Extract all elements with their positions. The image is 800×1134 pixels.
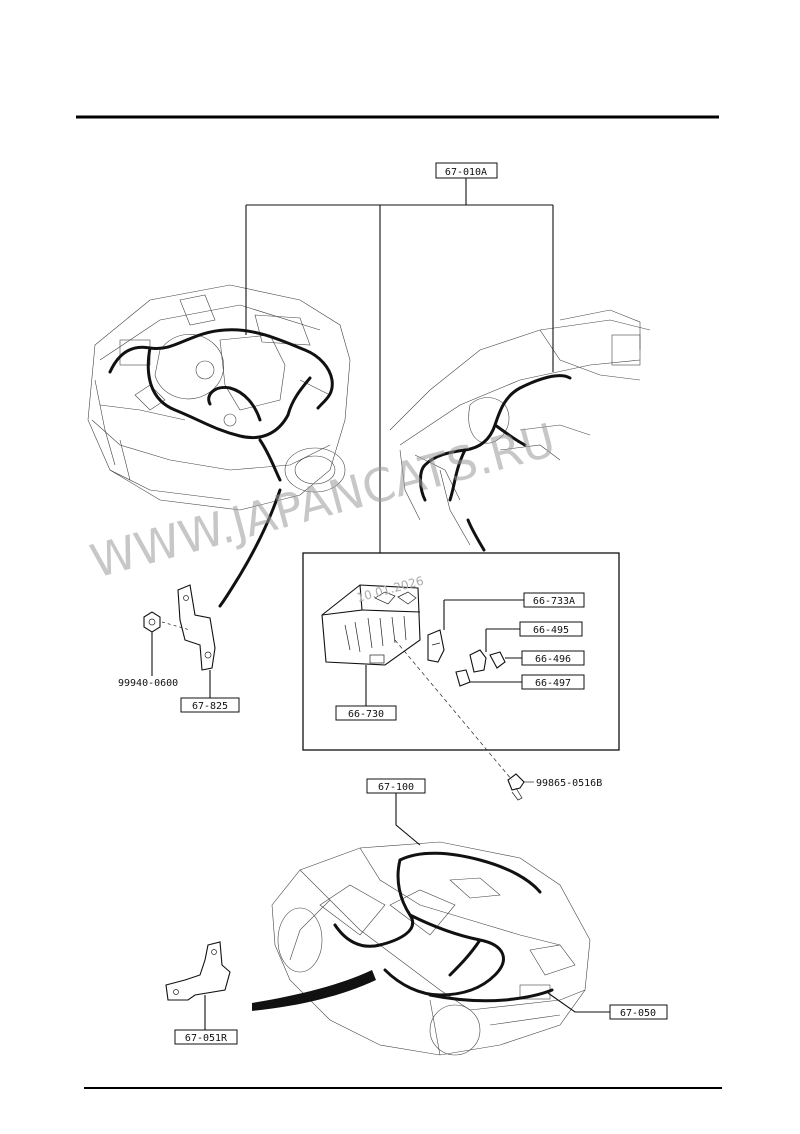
label-67-010A: 67-010A: [445, 167, 487, 178]
label-67-825: 67-825: [192, 701, 228, 712]
label-66-733A: 66-733A: [533, 596, 575, 607]
label-66-496: 66-496: [535, 654, 571, 665]
body-harness-67-100: [333, 851, 542, 997]
relay-66-733A: [427, 599, 524, 663]
label-66-730: 66-730: [348, 709, 384, 720]
relay-66-495: [469, 628, 520, 673]
label-box-67-051R: [174, 1029, 238, 1045]
screw-99865-0516B: [507, 773, 534, 801]
callout-67-100: 67-100: [366, 778, 426, 846]
bracket-rear-67-051R: [165, 941, 231, 1030]
label-box-66-733A: [523, 592, 585, 608]
dash-harness-tail: [466, 518, 486, 552]
engine-bay-illustration: [87, 284, 351, 511]
dashboard-illustration: [389, 309, 651, 546]
harness-to-bracket-front: [218, 488, 282, 608]
bracket-front-67-825: [177, 584, 216, 671]
dash-harness-67-010A: [419, 374, 572, 502]
label-box-66-497: [521, 674, 585, 690]
junction-box-66-730: [321, 584, 513, 781]
label-99865-0516B: 99865-0516B: [536, 778, 602, 789]
relay-66-496: [489, 651, 522, 669]
engine-harness-branch: [258, 438, 282, 482]
label-67-051R: 67-051R: [185, 1033, 228, 1044]
label-66-495: 66-495: [533, 625, 569, 636]
engine-harness-67-010A: [108, 328, 334, 439]
nut-99940-0600: [143, 611, 191, 676]
label-box-66-495: [519, 621, 583, 637]
label-box-67-050: [609, 1004, 668, 1020]
car-body-illustration: [271, 841, 591, 1056]
callout-67-010A: 67-010A: [245, 162, 554, 553]
harness-to-bracket-rear: [252, 970, 376, 1011]
label-box-66-730: [335, 705, 397, 721]
label-box-67-825: [180, 697, 240, 713]
label-99940-0600: 99940-0600: [118, 678, 178, 689]
label-67-100: 67-100: [378, 782, 414, 793]
label-66-497: 66-497: [535, 678, 571, 689]
rear-harness-67-050: [428, 988, 554, 1003]
label-box-66-496: [521, 650, 585, 666]
callout-67-050: 67-050: [547, 992, 668, 1020]
label-67-050: 67-050: [620, 1008, 656, 1019]
relay-66-497: [455, 669, 522, 687]
